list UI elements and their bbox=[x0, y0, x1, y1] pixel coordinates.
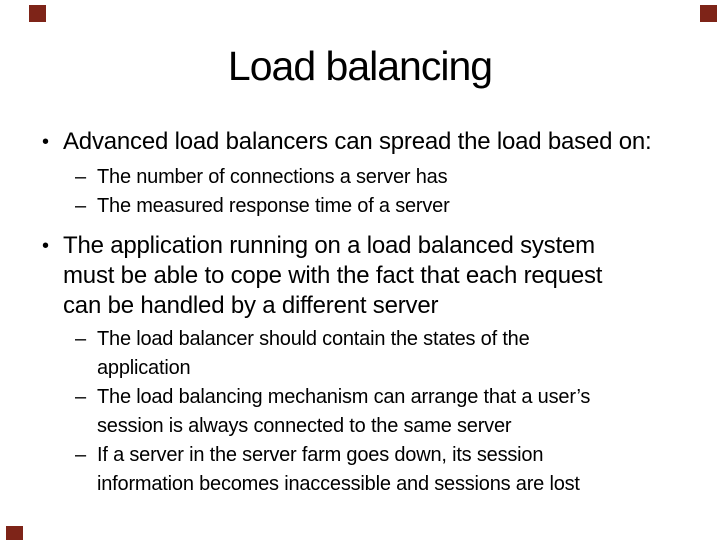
corner-marker-top-left bbox=[29, 5, 46, 22]
sub-bullet-text: The measured response time of a server bbox=[97, 195, 450, 217]
dash-marker: – bbox=[75, 166, 87, 188]
sub-bullet-item: – The load balancing mechanism can arran… bbox=[40, 383, 695, 441]
dash-marker: – bbox=[75, 444, 87, 466]
dash-marker: – bbox=[75, 386, 87, 408]
slide-title: Load balancing bbox=[227, 43, 493, 89]
sub-bullet-item: – If a server in the server farm goes do… bbox=[40, 441, 695, 499]
bullet-marker: • bbox=[42, 235, 50, 257]
sub-bullet-text: If a server in the server farm goes down… bbox=[97, 444, 580, 495]
corner-marker-bottom-left bbox=[6, 526, 23, 540]
sub-bullet-text: The load balancer should contain the sta… bbox=[97, 328, 530, 379]
bullet-item: • Advanced load balancers can spread the… bbox=[40, 127, 695, 157]
slide-body: • Advanced load balancers can spread the… bbox=[40, 127, 695, 499]
dash-marker: – bbox=[75, 195, 87, 217]
dash-marker: – bbox=[75, 328, 87, 350]
bullet-item: • The application running on a load bala… bbox=[40, 231, 695, 321]
bullet-text: Advanced load balancers can spread the l… bbox=[63, 128, 652, 155]
sub-bullet-text: The load balancing mechanism can arrange… bbox=[97, 386, 591, 437]
sub-bullet-item: – The number of connections a server has bbox=[40, 163, 695, 192]
sub-bullet-text: The number of connections a server has bbox=[97, 166, 448, 188]
sub-bullet-item: – The measured response time of a server bbox=[40, 192, 695, 221]
corner-marker-top-right bbox=[700, 5, 717, 22]
sub-bullet-item: – The load balancer should contain the s… bbox=[40, 325, 695, 383]
bullet-marker: • bbox=[42, 131, 50, 153]
bullet-text: The application running on a load balanc… bbox=[63, 232, 603, 319]
